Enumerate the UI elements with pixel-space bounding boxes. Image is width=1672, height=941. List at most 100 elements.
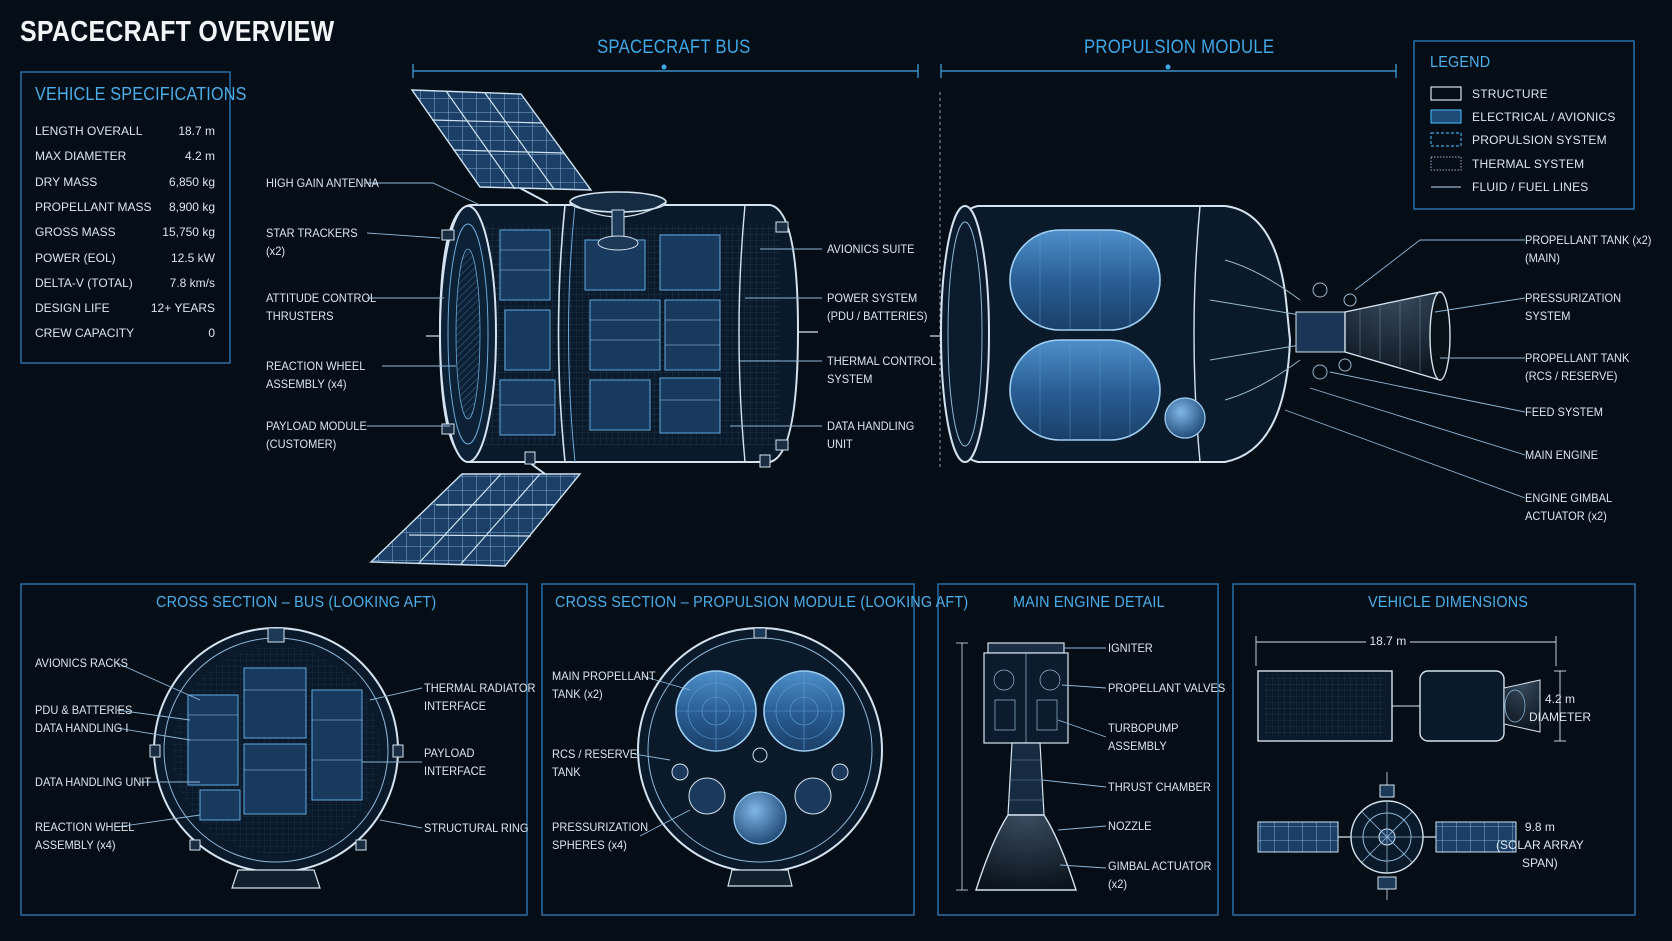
legend-panel-border xyxy=(1413,40,1635,210)
label-propellant-tank-main: PROPELLANT TANK (x2) (MAIN) xyxy=(1525,233,1652,265)
spacecraft-bus-drawing xyxy=(369,89,818,567)
cs-prop-leader-lines xyxy=(633,675,691,837)
spec-value: 7.8 km/s xyxy=(169,275,215,290)
cs-bus-label-payload-interface: PAYLOAD INTERFACE xyxy=(424,746,486,778)
spec-label: GROSS MASS xyxy=(35,225,116,240)
spec-label: DRY MASS xyxy=(35,174,98,189)
legend-item-structure: STRUCTURE xyxy=(1472,87,1548,101)
main-tank-upper xyxy=(1009,229,1161,331)
legend-title: LEGEND xyxy=(1430,54,1491,71)
cs-prop-drawing xyxy=(637,627,883,887)
legend-swatch-propulsion xyxy=(1430,132,1462,147)
label-payload-module: PAYLOAD MODULE (CUSTOMER) xyxy=(266,419,367,451)
cs-bus-drawing xyxy=(149,627,404,889)
spec-value: 12+ YEARS xyxy=(150,301,215,316)
label-reaction-wheel-assembly: REACTION WHEEL ASSEMBLY (x4) xyxy=(266,359,366,391)
legend-item-fluid: FLUID / FUEL LINES xyxy=(1472,180,1589,194)
dims-drawing xyxy=(1255,636,1566,900)
solar-array-upper xyxy=(410,89,593,204)
spec-value: 15,750 kg xyxy=(162,225,215,240)
prop-bracket xyxy=(940,64,1397,78)
spec-row: DESIGN LIFE 12+ YEARS xyxy=(35,301,215,325)
spec-label: DESIGN LIFE xyxy=(35,301,110,316)
label-power-system: POWER SYSTEM (PDU / BATTERIES) xyxy=(827,291,928,323)
bus-bracket-dot xyxy=(661,64,667,70)
legend-item-electrical: ELECTRICAL / AVIONICS xyxy=(1472,110,1616,124)
legend-item-thermal: THERMAL SYSTEM xyxy=(1472,157,1585,171)
spec-row: GROSS MASS 15,750 kg xyxy=(35,225,215,249)
dims-panel-border xyxy=(1232,583,1636,916)
spec-row: PROPELLANT MASS 8,900 kg xyxy=(35,200,215,224)
label-star-trackers: STAR TRACKERS (x2) xyxy=(266,226,358,258)
spec-row: MAX DIAMETER 4.2 m xyxy=(35,149,215,173)
specs-panel-border xyxy=(20,71,231,364)
cs-bus-leader-lines xyxy=(116,662,423,829)
spec-label: CREW CAPACITY xyxy=(35,326,135,341)
label-feed-system: FEED SYSTEM xyxy=(1525,405,1603,419)
cs-prop-label-rcs-tank: RCS / RESERVE TANK xyxy=(552,747,638,779)
cs-bus-label-data-handling-i: DATA HANDLING I xyxy=(35,721,129,735)
label-engine-gimbal-actuator: ENGINE GIMBAL ACTUATOR (x2) xyxy=(1525,491,1613,523)
panel-borders xyxy=(20,40,1636,916)
cs-bus-label-data-handling-unit: DATA HANDLING UNIT xyxy=(35,775,152,789)
dims-span: 9.8 m (SOLAR ARRAY SPAN) xyxy=(1496,820,1584,870)
spec-row: POWER (EOL) 12.5 kW xyxy=(35,251,215,275)
solar-array-lower xyxy=(369,459,582,567)
engine-detail-drawing xyxy=(956,642,1077,891)
cs-prop-label-pressurization-spheres: PRESSURIZATION SPHERES (x4) xyxy=(552,820,649,852)
label-high-gain-antenna: HIGH GAIN ANTENNA xyxy=(266,176,379,190)
label-propellant-tank-rcs: PROPELLANT TANK (RCS / RESERVE) xyxy=(1525,351,1630,383)
prop-leader-lines xyxy=(1284,239,1526,499)
spec-label: PROPELLANT MASS xyxy=(35,199,152,214)
engine-label-propellant-valves: PROPELLANT VALVES xyxy=(1108,681,1226,695)
legend-swatch-thermal xyxy=(1430,156,1462,171)
label-main-engine: MAIN ENGINE xyxy=(1525,448,1598,462)
dims-title: VEHICLE DIMENSIONS xyxy=(1368,594,1529,611)
spec-value: 12.5 kW xyxy=(170,250,215,265)
cs-bus-label-pdu-batteries: PDU & BATTERIES xyxy=(35,703,133,717)
label-avionics-suite: AVIONICS SUITE xyxy=(827,242,915,256)
rcs-tank xyxy=(1164,397,1206,439)
dims-length: 18.7 m xyxy=(1365,632,1411,650)
cs-bus-label-avionics-racks: AVIONICS RACKS xyxy=(35,656,129,670)
label-data-handling-unit: DATA HANDLING UNIT xyxy=(827,419,915,451)
label-pressurization-system: PRESSURIZATION SYSTEM xyxy=(1525,291,1622,323)
specs-title: VEHICLE SPECIFICATIONS xyxy=(35,84,247,104)
cs-bus-title: CROSS SECTION – BUS (LOOKING AFT) xyxy=(156,594,437,611)
dims-diameter: 4.2 m DIAMETER xyxy=(1529,692,1592,724)
cs-prop-label-main-tank: MAIN PROPELLANT TANK (x2) xyxy=(552,669,656,701)
engine-title: MAIN ENGINE DETAIL xyxy=(1013,594,1165,611)
legend-item-propulsion: PROPULSION SYSTEM xyxy=(1472,133,1607,147)
spec-label: DELTA-V (TOTAL) xyxy=(35,275,133,290)
engine-label-thrust-chamber: THRUST CHAMBER xyxy=(1108,780,1211,794)
section-title-propulsion: PROPULSION MODULE xyxy=(1084,37,1275,58)
main-tank-lower xyxy=(1009,339,1161,441)
spec-row: CREW CAPACITY 0 xyxy=(35,326,215,350)
engine-label-nozzle: NOZZLE xyxy=(1108,819,1152,833)
cs-prop-panel-border xyxy=(541,583,915,916)
legend-swatch-electrical xyxy=(1430,109,1462,124)
spec-value: 18.7 m xyxy=(178,124,215,138)
spec-label: MAX DIAMETER xyxy=(35,149,127,164)
spec-row: LENGTH OVERALL 18.7 m xyxy=(35,124,215,148)
label-thermal-control-system: THERMAL CONTROL SYSTEM xyxy=(827,354,937,386)
spec-label: POWER (EOL) xyxy=(35,250,116,265)
label-attitude-control-thrusters: ATTITUDE CONTROL THRUSTERS xyxy=(266,291,377,323)
page-title: SPACECRAFT OVERVIEW xyxy=(20,16,335,48)
spec-value: 8,900 kg xyxy=(168,199,215,214)
spec-label: LENGTH OVERALL xyxy=(35,124,143,138)
bus-bracket xyxy=(412,64,919,78)
bus-leader-lines xyxy=(365,182,822,427)
engine-label-turbopump: TURBOPUMP ASSEMBLY xyxy=(1108,721,1179,753)
spec-value: 0 xyxy=(208,326,215,341)
section-title-bus: SPACECRAFT BUS xyxy=(597,37,751,58)
cs-bus-label-structural-ring: STRUCTURAL RING xyxy=(424,821,529,835)
spec-row: DELTA-V (TOTAL) 7.8 km/s xyxy=(35,276,215,300)
cs-bus-label-thermal-radiator: THERMAL RADIATOR INTERFACE xyxy=(424,681,536,713)
engine-panel-border xyxy=(937,583,1219,916)
spec-row: DRY MASS 6,850 kg xyxy=(35,175,215,199)
spec-value: 4.2 m xyxy=(184,149,215,164)
spec-value: 6,850 kg xyxy=(168,174,215,189)
cs-bus-panel-border xyxy=(20,583,528,916)
